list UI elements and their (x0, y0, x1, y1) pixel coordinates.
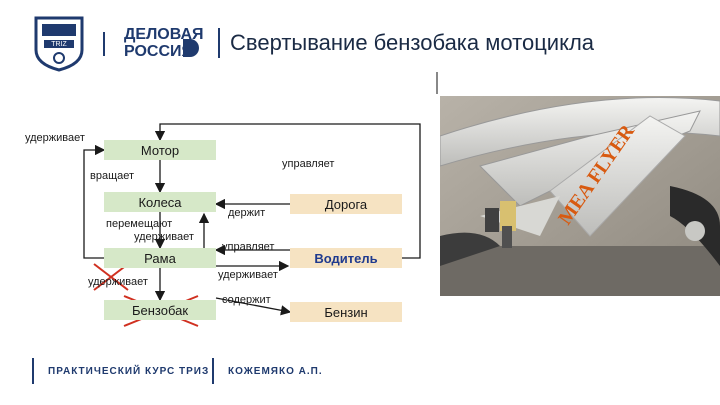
label-holds-top: удерживает (25, 132, 85, 144)
title-divider (436, 72, 438, 94)
cross-frame-2 (93, 263, 129, 291)
node-frame: Рама (104, 248, 216, 268)
motorcycle-photo: MEA FLYER (440, 96, 720, 296)
label-hold-driver: удерживает (218, 269, 278, 281)
edge-driver-controls-motor (154, 123, 421, 259)
label-holds-road: держит (228, 207, 266, 219)
label-rotates: вращает (90, 170, 135, 182)
triz-emblem: TRIZ (30, 14, 88, 72)
edge-frame-holds-motor (83, 144, 106, 259)
brand-logo: ДЕЛОВАЯ РОССИЯ (124, 26, 204, 60)
footer-separator-left (32, 358, 34, 384)
brand-line-2: РОССИЯ (124, 43, 194, 60)
node-wheels: Колеса (104, 192, 216, 212)
label-move: перемещают (106, 218, 173, 230)
label-hold-wheels: удерживает (134, 231, 194, 243)
label-controls-driver: управляет (222, 241, 275, 253)
node-petrol: Бензин (290, 302, 402, 322)
node-tank: Бензобак (104, 300, 216, 320)
footer-author: КОЖЕМЯКО А.П. (228, 366, 323, 377)
footer-course-title: ПРАКТИЧЕСКИЙ КУРС ТРИЗ (48, 366, 210, 377)
label-contains: содержит (222, 294, 271, 306)
edge-tank-contains-petrol (215, 297, 292, 316)
label-controls-top: управляет (282, 158, 335, 170)
brand-line-1: ДЕЛОВАЯ (124, 26, 204, 43)
node-road: Дорога (290, 194, 402, 214)
label-hold-tank: удерживает (88, 276, 148, 288)
node-motor: Мотор (104, 140, 216, 160)
header-separator-1 (103, 32, 105, 56)
emblem-text: TRIZ (51, 41, 67, 48)
brand-d-mark (183, 39, 199, 57)
node-driver: Водитель (290, 248, 402, 268)
page-title: Свертывание бензобака мотоцикла (230, 30, 595, 55)
footer-separator-mid (212, 358, 214, 384)
header-separator-2 (218, 28, 220, 58)
